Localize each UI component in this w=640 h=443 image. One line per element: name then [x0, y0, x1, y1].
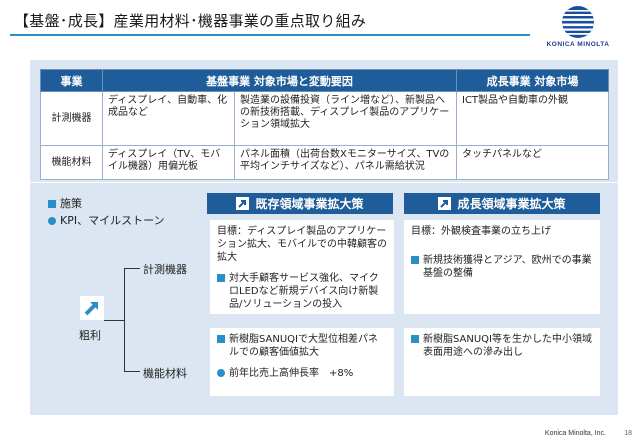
logo-text: KONICA MINOLTA [546, 41, 610, 48]
table-header-row: 事業 基盤事業 対象市場と変動要因 成長事業 対象市場 [40, 69, 609, 92]
base-market-cell: ディスプレイ、自動車、化成品など [102, 91, 235, 146]
measuring-existing-measure: 対大手顧客サービス強化、マイクロLEDなど新規デバイス向け新製品/ソリューション… [229, 273, 379, 310]
square-bullet-icon [217, 274, 225, 282]
footer-brand: Konica Minolta, Inc. [544, 430, 606, 437]
functional-growth-box: 新樹脂SANUQI等を生かした中小領域表面用途への滲み出し [404, 328, 600, 396]
legend-measure-label: 施策 [60, 197, 82, 210]
row-business-name: 計測機器 [40, 91, 103, 146]
profit-arrow-icon [80, 296, 104, 320]
measure-item: 対大手顧客サービス強化、マイクロLEDなど新規デバイス向け新製品/ソリューション… [217, 272, 387, 311]
measuring-growth-box: 目標：外観検査事業の立ち上げ 新規技術獲得とアジア、欧州での事業基盤の整備 [404, 220, 600, 314]
tree-branch-line [124, 371, 140, 372]
legend-kpi: KPI、マイルストーン [48, 212, 165, 229]
tree-branch-line [124, 268, 140, 269]
functional-growth-measure: 新樹脂SANUQI等を生かした中小領域表面用途への滲み出し [423, 334, 592, 358]
square-bullet-icon [411, 335, 419, 343]
base-factors-cell: 製造業の設備投資（ライン増など）、新製品への新技術搭載、ディスプレイ製品のアプリ… [234, 91, 457, 146]
existing-area-header: 既存領域事業拡大策 [207, 193, 393, 214]
tree-vertical-line [124, 268, 125, 372]
measure-item: 新樹脂SANUQI等を生かした中小領域表面用途への滲み出し [411, 333, 593, 359]
circle-bullet-icon [48, 216, 56, 225]
measuring-growth-measure: 新規技術獲得とアジア、欧州での事業基盤の整備 [423, 255, 592, 279]
measure-item: 新規技術獲得とアジア、欧州での事業基盤の整備 [411, 254, 593, 280]
circle-bullet-icon [217, 369, 225, 377]
legend: 施策 KPI、マイルストーン [48, 195, 165, 229]
functional-existing-measure: 新樹脂SANUQIで大型位相差パネルでの顧客価値拡大 [229, 334, 378, 358]
measuring-existing-goal: 目標：ディスプレイ製品のアプリケーション拡大、モバイルでの中韓顧客の拡大 [217, 226, 387, 263]
legend-kpi-label: KPI、マイルストーン [60, 214, 165, 227]
kpi-item: 前年比売上高伸長率 +8% [217, 367, 387, 380]
row-business-name: 機能材料 [40, 145, 103, 180]
profit-label: 粗利 [79, 329, 101, 342]
table-row: 機能材料 ディスプレイ（TV、モバイル機器）用偏光板 パネル面積（出荷台数Xモニ… [40, 145, 609, 180]
functional-existing-kpi: 前年比売上高伸長率 +8% [229, 368, 354, 379]
page-title: 【基盤･成長】産業用材料･機器事業の重点取り組み [14, 12, 367, 30]
base-factors-cell: パネル面積（出荷台数Xモニターサイズ、TVの平均インチサイズなど）、パネル需給状… [234, 145, 457, 180]
arrow-up-right-icon [438, 197, 452, 210]
page-number: 18 [624, 430, 632, 437]
market-table: 事業 基盤事業 対象市場と変動要因 成長事業 対象市場 計測機器 ディスプレイ、… [40, 69, 609, 180]
arrow-up-right-icon [236, 197, 250, 210]
square-bullet-icon [217, 335, 225, 343]
branch-label-functional: 機能材料 [143, 367, 187, 380]
globe-logo-icon [562, 6, 594, 38]
growth-market-cell: タッチパネルなど [456, 145, 609, 180]
functional-existing-box: 新樹脂SANUQIで大型位相差パネルでの顧客価値拡大 前年比売上高伸長率 +8% [210, 328, 394, 396]
existing-area-title: 既存領域事業拡大策 [255, 197, 364, 211]
growth-market-cell: ICT製品や自動車の外観 [456, 91, 609, 146]
konica-minolta-logo: KONICA MINOLTA [538, 5, 618, 48]
growth-area-header: 成長領域事業拡大策 [404, 193, 600, 214]
title-underline [10, 34, 530, 36]
table-row: 計測機器 ディスプレイ、自動車、化成品など 製造業の設備投資（ライン増など）、新… [40, 91, 609, 146]
header-business: 事業 [40, 69, 103, 92]
base-market-cell: ディスプレイ（TV、モバイル機器）用偏光板 [102, 145, 235, 180]
measuring-existing-box: 目標：ディスプレイ製品のアプリケーション拡大、モバイルでの中韓顧客の拡大 対大手… [210, 220, 394, 314]
square-bullet-icon [411, 256, 419, 264]
tree-root-line [104, 320, 124, 321]
growth-area-title: 成長領域事業拡大策 [457, 197, 566, 211]
header-base-business: 基盤事業 対象市場と変動要因 [102, 69, 457, 92]
branch-label-measuring: 計測機器 [143, 263, 187, 276]
legend-measure: 施策 [48, 195, 165, 212]
header-growth-business: 成長事業 対象市場 [456, 69, 609, 92]
square-bullet-icon [48, 199, 56, 208]
measure-item: 新樹脂SANUQIで大型位相差パネルでの顧客価値拡大 [217, 333, 387, 359]
measuring-growth-goal: 目標：外観検査事業の立ち上げ [411, 226, 551, 237]
